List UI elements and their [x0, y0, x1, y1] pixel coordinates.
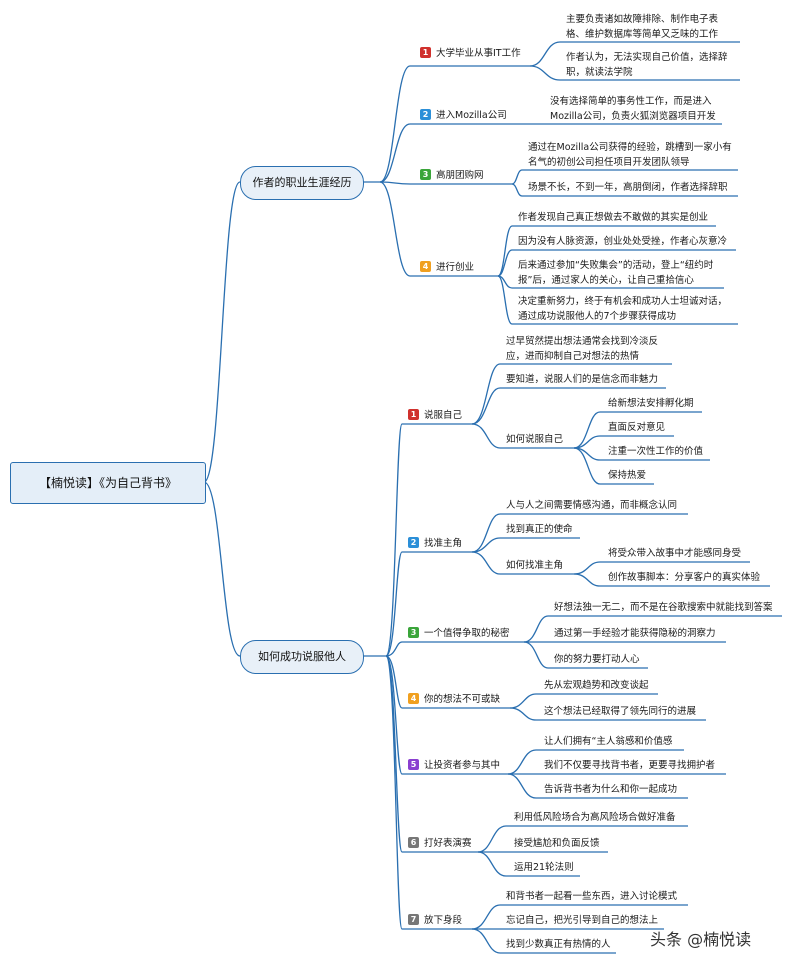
persuade-b1-sub-4[interactable]: 保持热爱: [608, 470, 647, 481]
career-branch-4[interactable]: 4 进行创业: [420, 260, 474, 275]
line: 应，进而抑制自己对想法的热情: [506, 351, 640, 362]
priority-3-icon: 3: [408, 627, 419, 638]
priority-3-icon: 3: [420, 169, 431, 180]
persuade-b1-sub-3[interactable]: 注重一次性工作的价值: [608, 446, 704, 457]
career-branch-1[interactable]: 1 大学毕业从事IT工作: [420, 46, 521, 61]
branch-label: 一个值得争取的秘密: [424, 628, 510, 639]
persuade-b5-child-3[interactable]: 告诉背书者为什么和你一起成功: [544, 784, 678, 795]
line: 职，就读法学院: [566, 67, 633, 78]
line: 过早贸然提出想法通常会找到冷淡反: [506, 336, 659, 347]
persuade-b2-child-2[interactable]: 找到真正的使命: [506, 524, 573, 535]
branch-label: 进入Mozilla公司: [436, 110, 507, 121]
persuade-b5-child-1[interactable]: 让人们拥有“主人翁感和价值感: [544, 736, 673, 747]
persuade-b4-child-1[interactable]: 先从宏观趋势和改变谈起: [544, 680, 649, 691]
persuade-b6-child-1[interactable]: 利用低风险场合为高风险场合做好准备: [514, 812, 676, 823]
priority-1-icon: 1: [408, 409, 419, 420]
persuade-b6-child-2[interactable]: 接受尴尬和负面反馈: [514, 838, 600, 849]
priority-4-icon: 4: [408, 693, 419, 704]
branch-label: 大学毕业从事IT工作: [436, 48, 521, 59]
persuade-b1-sub-1[interactable]: 给新想法安排孵化期: [608, 398, 694, 409]
persuade-b7-child-3[interactable]: 找到少数真正有热情的人: [506, 939, 611, 950]
root-topic[interactable]: 【楠悦读】《为自己背书》: [10, 462, 206, 504]
main-topic-career[interactable]: 作者的职业生涯经历: [240, 166, 364, 200]
branch-label: 高朋团购网: [436, 170, 484, 181]
persuade-b2-child-3[interactable]: 如何找准主角: [506, 560, 564, 571]
persuade-b3-child-2[interactable]: 通过第一手经验才能获得隐秘的洞察力: [554, 628, 716, 639]
priority-4-icon: 4: [420, 261, 431, 272]
branch-label: 放下身段: [424, 915, 463, 926]
career-b4-child-3[interactable]: 后来通过参加“失败集会”的活动，登上“纽约时报”后，通过家人的关心，让自己重拾信…: [518, 258, 713, 288]
career-b4-child-2[interactable]: 因为没有人脉资源，创业处处受挫，作者心灰意冷: [518, 236, 728, 247]
persuade-b1-child-2[interactable]: 要知道，说服人们的是信念而非魅力: [506, 374, 659, 385]
line: 决定重新努力，终于有机会和成功人士坦诚对话，: [518, 296, 728, 307]
persuade-branch-6[interactable]: 6 打好表演赛: [408, 836, 472, 851]
line: 通过成功说服他人的7个步骤获得成功: [518, 311, 677, 322]
branch-label: 打好表演赛: [424, 838, 472, 849]
career-b2-child-1[interactable]: 没有选择简单的事务性工作，而是进入 Mozilla公司，负责火狐浏览器项目开发: [550, 94, 716, 124]
line: 通过在Mozilla公司获得的经验，跳槽到一家小有: [528, 142, 732, 153]
persuade-branch-4[interactable]: 4 你的想法不可或缺: [408, 692, 500, 707]
persuade-branch-5[interactable]: 5 让投资者参与其中: [408, 758, 500, 773]
persuade-branch-3[interactable]: 3 一个值得争取的秘密: [408, 626, 510, 641]
main-topic-persuade[interactable]: 如何成功说服他人: [240, 640, 364, 674]
priority-1-icon: 1: [420, 47, 431, 58]
persuade-b7-child-1[interactable]: 和背书者一起看一些东西，进入讨论模式: [506, 891, 678, 902]
career-b4-child-1[interactable]: 作者发现自己真正想做去不敢做的其实是创业: [518, 212, 709, 223]
career-branch-2[interactable]: 2 进入Mozilla公司: [420, 108, 507, 123]
career-b3-child-1[interactable]: 通过在Mozilla公司获得的经验，跳槽到一家小有名气的初创公司担任项目开发团队…: [528, 140, 732, 170]
priority-6-icon: 6: [408, 837, 419, 848]
career-b3-child-2[interactable]: 场景不长，不到一年，高朋倒闭，作者选择辞职: [528, 182, 728, 193]
branch-label: 进行创业: [436, 262, 475, 273]
career-b1-child-2[interactable]: 作者认为，无法实现自己价值，选择辞职，就读法学院: [566, 50, 728, 80]
persuade-b2-child-1[interactable]: 人与人之间需要情感沟通，而非概念认同: [506, 500, 678, 511]
priority-7-icon: 7: [408, 914, 419, 925]
career-b4-child-4[interactable]: 决定重新努力，终于有机会和成功人士坦诚对话， 通过成功说服他人的7个步骤获得成功: [518, 294, 727, 324]
persuade-branch-1[interactable]: 1 说服自己: [408, 408, 462, 423]
priority-5-icon: 5: [408, 759, 419, 770]
line: 作者认为，无法实现自己价值，选择辞: [566, 52, 728, 63]
priority-2-icon: 2: [408, 537, 419, 548]
line: 后来通过参加“失败集会”的活动，登上“纽约时: [518, 260, 714, 271]
persuade-b4-child-2[interactable]: 这个想法已经取得了领先同行的进展: [544, 706, 697, 717]
persuade-b6-child-3[interactable]: 运用21轮法则: [514, 862, 574, 873]
priority-2-icon: 2: [420, 109, 431, 120]
branch-label: 说服自己: [424, 410, 463, 421]
career-branch-3[interactable]: 3 高朋团购网: [420, 168, 484, 183]
line: 格、维护数据库等简单又乏味的工作: [566, 29, 719, 40]
line: 没有选择简单的事务性工作，而是进入: [550, 96, 712, 107]
branch-label: 你的想法不可或缺: [424, 694, 501, 705]
line: 名气的初创公司担任项目开发团队领导: [528, 157, 690, 168]
persuade-branch-7[interactable]: 7 放下身段: [408, 913, 462, 928]
persuade-b2-sub-2[interactable]: 创作故事脚本：分享客户的真实体验: [608, 572, 761, 583]
line: Mozilla公司，负责火狐浏览器项目开发: [550, 111, 716, 122]
line: 报”后，通过家人的关心，让自己重拾信心: [518, 275, 694, 286]
branch-label: 让投资者参与其中: [424, 760, 501, 771]
persuade-b2-sub-1[interactable]: 将受众带入故事中才能感同身受: [608, 548, 742, 559]
branch-label: 找准主角: [424, 538, 463, 549]
persuade-b1-sub-2[interactable]: 直面反对意见: [608, 422, 666, 433]
persuade-b3-child-1[interactable]: 好想法独一无二，而不是在谷歌搜索中就能找到答案: [554, 602, 773, 613]
career-b1-child-1[interactable]: 主要负责诸如故障排除、制作电子表格、维护数据库等简单又乏味的工作: [566, 12, 718, 42]
persuade-b1-child-3[interactable]: 如何说服自己: [506, 434, 564, 445]
line: 主要负责诸如故障排除、制作电子表: [566, 14, 719, 25]
persuade-b3-child-3[interactable]: 你的努力要打动人心: [554, 654, 640, 665]
persuade-b5-child-2[interactable]: 我们不仅要寻找背书者，更要寻找拥护者: [544, 760, 716, 771]
persuade-b7-child-2[interactable]: 忘记自己，把光引导到自己的想法上: [506, 915, 659, 926]
watermark: 头条 @楠悦读: [650, 930, 752, 949]
persuade-branch-2[interactable]: 2 找准主角: [408, 536, 462, 551]
persuade-b1-child-1[interactable]: 过早贸然提出想法通常会找到冷淡反应，进而抑制自己对想法的热情: [506, 334, 658, 364]
